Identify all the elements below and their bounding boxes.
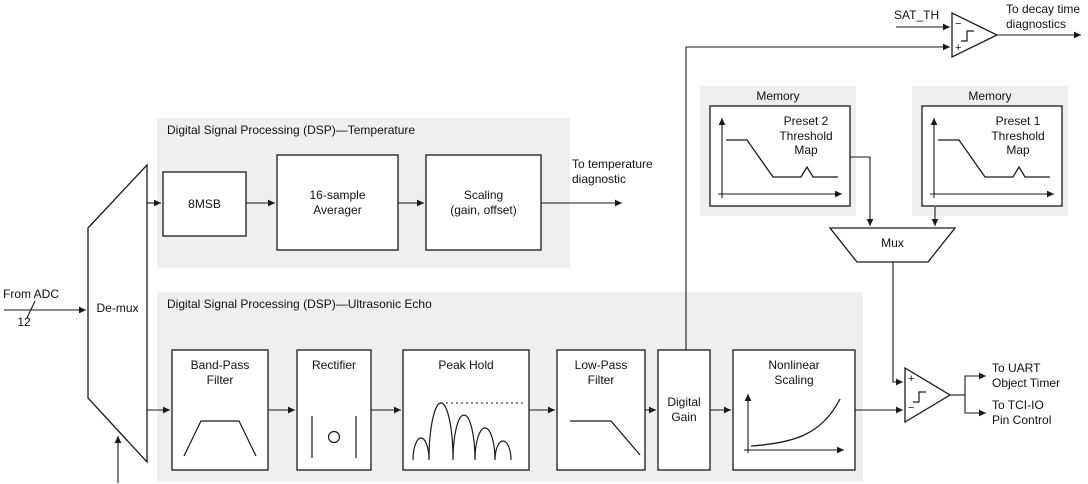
preset1-map-box: [921, 105, 1063, 207]
block-peakhold-box: [402, 349, 530, 471]
rectifier-circle-icon: [327, 430, 341, 444]
block-bandpass-box: [171, 349, 269, 471]
mux-label: Mux: [881, 236, 904, 250]
memory-preset1-title: Memory: [968, 89, 1012, 103]
block-averager-label: 16-sample Averager: [309, 187, 366, 217]
temp-dsp-title: Digital Signal Processing (DSP)—Temperat…: [167, 123, 416, 137]
block-averager-box: [276, 154, 399, 251]
lowpass-filter-icon: [570, 420, 641, 456]
uart-output-label: To UART Object Timer: [992, 361, 1061, 390]
satth-label: SAT_TH: [894, 8, 940, 22]
wire-gain-tap-to-sat-comparator: [685, 43, 950, 350]
object-comparator-minus: −: [908, 402, 915, 414]
sat-comparator-plus: +: [955, 42, 962, 54]
demux-shape: [87, 163, 148, 464]
peak-hold-icon: [412, 402, 512, 461]
demux-label: De-mux: [96, 301, 139, 315]
block-nonlinear-label: Nonlinear Scaling: [768, 358, 820, 387]
sat-comparator-icon: [951, 11, 999, 59]
sat-comparator-minus: −: [955, 18, 962, 30]
memory-preset2-title: Memory: [756, 89, 800, 103]
wire-mux-to-comparator: [892, 262, 903, 386]
mux-shape: [828, 227, 957, 263]
temp-output-label: To temperature diagnostic: [572, 157, 653, 186]
wire-output-uart: [964, 372, 986, 395]
preset1-map-label: Preset 1 Threshold Map: [991, 114, 1045, 158]
bandpass-filter-icon: [183, 420, 257, 457]
from-adc-label: From ADC: [3, 287, 60, 301]
block-digital-gain-box: [657, 349, 711, 471]
block-lowpass-box: [556, 349, 646, 471]
block-8msb-box: [162, 171, 247, 237]
wire-output-tci: [964, 395, 986, 417]
rectifier-icon: [311, 416, 357, 458]
block-scaling-label: Scaling (gain, offset): [450, 187, 517, 217]
decay-output-label: To decay time diagnostics: [1006, 2, 1081, 31]
bus-width-label: 12: [17, 315, 31, 329]
block-peakhold-label: Peak Hold: [438, 358, 494, 372]
object-comparator-plus: +: [908, 373, 915, 385]
hysteresis-icon: [961, 30, 974, 42]
object-comparator-icon: [904, 366, 952, 424]
preset2-map-box: [709, 105, 851, 207]
preset1-threshold-curve-icon: [938, 139, 1050, 178]
wire-preset2-to-mux: [850, 156, 874, 226]
block-scaling-box: [425, 154, 542, 251]
block-rectifier-box: [296, 349, 372, 471]
block-rectifier-label: Rectifier: [311, 358, 356, 372]
bus-slash: [26, 300, 36, 319]
nonlinear-curve-icon: [750, 398, 841, 447]
preset2-threshold-curve-icon: [726, 139, 838, 178]
hysteresis-icon: [913, 391, 926, 403]
block-8msb-label: 8MSB: [188, 196, 221, 211]
block-bandpass-label: Band-Pass Filter: [190, 358, 250, 387]
block-digital-gain-label: Digital Gain: [667, 395, 701, 424]
preset2-map-label: Preset 2 Threshold Map: [779, 114, 833, 158]
block-lowpass-label: Low-Pass Filter: [574, 358, 628, 387]
tci-output-label: To TCI-IO Pin Control: [992, 398, 1052, 427]
echo-dsp-title: Digital Signal Processing (DSP)—Ultrason…: [167, 297, 432, 311]
